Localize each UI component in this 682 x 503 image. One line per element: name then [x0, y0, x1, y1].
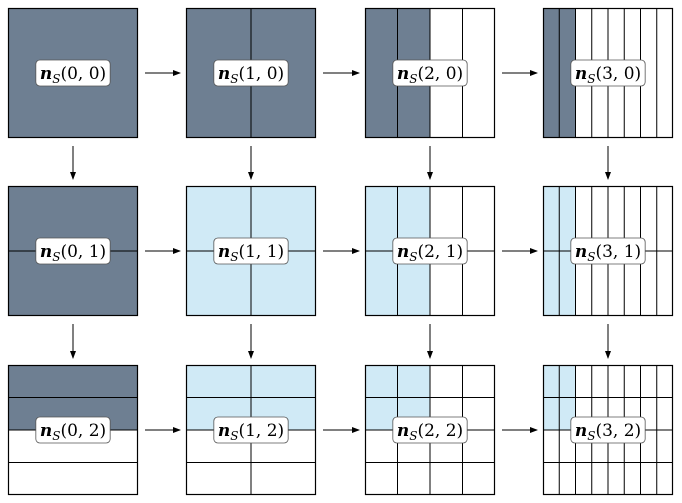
label-vector: n [40, 421, 52, 441]
cell-label-r1c2: nS(2, 1) [392, 237, 468, 265]
label-subscript: S [587, 250, 595, 264]
cell-border [185, 7, 317, 139]
cell-label-text: nS(1, 2) [218, 421, 284, 443]
label-vector: n [397, 64, 409, 84]
cell-label-text: nS(3, 2) [575, 421, 641, 443]
cell-border [364, 185, 496, 317]
label-vector: n [575, 421, 587, 441]
cell-label-r2c0: nS(0, 2) [35, 416, 111, 444]
cell-r2c1 [185, 364, 317, 496]
cell-label-r2c3: nS(3, 2) [570, 416, 646, 444]
label-subscript: S [230, 250, 238, 264]
cell-border [7, 364, 139, 496]
label-args: (1, 0) [238, 64, 284, 84]
cell-label-r0c1: nS(1, 0) [213, 59, 289, 87]
cell-border [7, 7, 139, 139]
label-subscript: S [52, 429, 60, 443]
label-vector: n [218, 242, 230, 262]
cell-label-text: nS(0, 1) [40, 242, 106, 264]
cell-label-text: nS(2, 0) [397, 64, 463, 86]
cell-r2c0 [7, 364, 139, 496]
cell-label-r2c1: nS(1, 2) [213, 416, 289, 444]
cell-label-box [392, 59, 468, 87]
cell-r0c3 [542, 7, 674, 139]
label-args: (0, 2) [60, 421, 106, 441]
cell-label-box [570, 59, 646, 87]
cell-label-text: nS(1, 1) [218, 242, 284, 264]
label-args: (0, 0) [60, 64, 106, 84]
cell-label-text: nS(2, 1) [397, 242, 463, 264]
cell-label-box [570, 416, 646, 444]
cell-label-r1c3: nS(3, 1) [570, 237, 646, 265]
label-subscript: S [52, 72, 60, 86]
cell-label-r0c3: nS(3, 0) [570, 59, 646, 87]
cell-label-r0c0: nS(0, 0) [35, 59, 111, 87]
label-subscript: S [409, 250, 417, 264]
cell-label-text: nS(3, 1) [575, 242, 641, 264]
label-args: (3, 1) [595, 242, 641, 262]
label-args: (0, 1) [60, 242, 106, 262]
cell-label-text: nS(1, 0) [218, 64, 284, 86]
label-subscript: S [409, 72, 417, 86]
label-args: (1, 2) [238, 421, 284, 441]
label-subscript: S [230, 72, 238, 86]
label-args: (2, 1) [417, 242, 463, 262]
arrows-layer [70, 70, 611, 433]
label-subscript: S [409, 429, 417, 443]
cell-label-box [35, 416, 111, 444]
cell-label-box [392, 416, 468, 444]
cell-border [185, 364, 317, 496]
label-args: (3, 2) [595, 421, 641, 441]
label-args: (3, 0) [595, 64, 641, 84]
label-args: (1, 1) [238, 242, 284, 262]
label-vector: n [218, 421, 230, 441]
cell-label-r1c0: nS(0, 1) [35, 237, 111, 265]
cell-r1c3 [542, 185, 674, 317]
label-subscript: S [52, 250, 60, 264]
labels-layer: nS(0, 0)nS(1, 0)nS(2, 0)nS(3, 0)nS(0, 1)… [35, 59, 646, 444]
label-vector: n [40, 64, 52, 84]
cell-label-box [35, 59, 111, 87]
label-vector: n [397, 242, 409, 262]
cell-label-box [392, 237, 468, 265]
cell-label-r0c2: nS(2, 0) [392, 59, 468, 87]
label-vector: n [397, 421, 409, 441]
cell-border [7, 185, 139, 317]
label-vector: n [575, 64, 587, 84]
cell-border [364, 7, 496, 139]
cell-label-box [35, 237, 111, 265]
label-subscript: S [230, 429, 238, 443]
cell-label-text: nS(3, 0) [575, 64, 641, 86]
cell-border [542, 7, 674, 139]
cell-label-box [213, 416, 289, 444]
cell-label-r1c1: nS(1, 1) [213, 237, 289, 265]
cell-label-box [570, 237, 646, 265]
label-args: (2, 0) [417, 64, 463, 84]
cell-label-text: nS(2, 2) [397, 421, 463, 443]
cell-border [542, 185, 674, 317]
label-subscript: S [587, 72, 595, 86]
label-args: (2, 2) [417, 421, 463, 441]
label-vector: n [40, 242, 52, 262]
label-vector: n [218, 64, 230, 84]
cell-label-text: nS(0, 0) [40, 64, 106, 86]
cell-r2c2 [364, 364, 496, 496]
cell-label-box [213, 237, 289, 265]
cell-label-text: nS(0, 2) [40, 421, 106, 443]
cell-border [542, 364, 674, 496]
label-vector: n [575, 242, 587, 262]
label-subscript: S [587, 429, 595, 443]
cell-r1c1 [185, 185, 317, 317]
cell-border [364, 364, 496, 496]
cell-label-r2c2: nS(2, 2) [392, 416, 468, 444]
cell-border [185, 185, 317, 317]
cell-label-box [213, 59, 289, 87]
